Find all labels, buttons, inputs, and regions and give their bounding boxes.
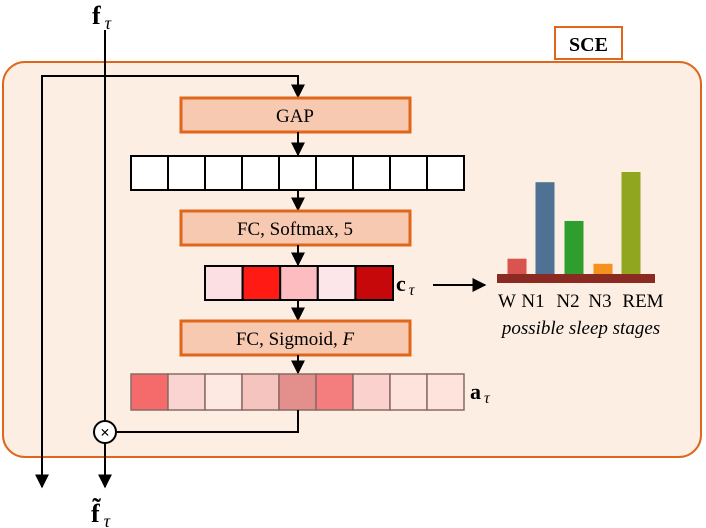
gap-output-vector [130,155,465,191]
gap-vector-cell [389,155,428,191]
chart-category-label: REM [622,291,663,312]
chart-category-label: N3 [588,291,611,312]
gap-input-arrow [105,75,305,99]
fc-sigmoid-block [179,319,412,357]
chart-bar [593,263,613,274]
c-vector-cell [279,265,319,301]
a-vector-cell [167,373,206,411]
gap-vector-cell [130,155,169,191]
c-vector-cell [241,265,282,301]
chart-baseline [497,274,655,283]
gap-vector-cell [352,155,391,191]
gap-vector-cell [241,155,280,191]
sce-label-box [554,26,623,60]
gap-vector-cell [278,155,317,191]
gap-vector-cell [315,155,354,191]
skip-branch-line [35,75,105,489]
chart-bar [535,182,555,274]
chart-category-label: N1 [521,291,544,312]
a-vector-cell [241,373,280,411]
a-vector-cell [130,373,169,411]
chart-bar [507,258,527,274]
multiply-icon: × [100,423,110,442]
fc-sigmoid-label: FC, Sigmoid, F [236,329,355,350]
gap-vector-cell [426,155,465,191]
gap-vector-cell [167,155,206,191]
a-vector-cell [315,373,354,411]
output-feature-label: f̃τ [91,499,111,528]
sce-label: SCE [569,34,608,56]
a-vector-cell [278,373,317,411]
gap-vector-cell [204,155,243,191]
fc-softmax-label: FC, Softmax, 5 [237,219,353,240]
a-to-multiply-line [117,410,299,433]
a-vector [130,373,465,411]
c-vector-cell [204,265,244,301]
a-vector-cell [204,373,243,411]
c-vector-cell [316,265,357,301]
a-vector-cell [352,373,391,411]
c-vector-cell [354,265,394,301]
a-vector-cell [426,373,465,411]
fc-softmax-block [179,209,412,247]
chart-caption: possible sleep stages [500,318,660,339]
a-vector-cell [389,373,428,411]
gap-block [179,96,412,134]
chart-category-label: W [498,291,516,312]
chart-category-label: N2 [556,291,579,312]
chart-bar [564,220,584,274]
gap-block-label: GAP [276,106,314,127]
c-vector [204,265,394,301]
chart-bar [621,172,641,274]
